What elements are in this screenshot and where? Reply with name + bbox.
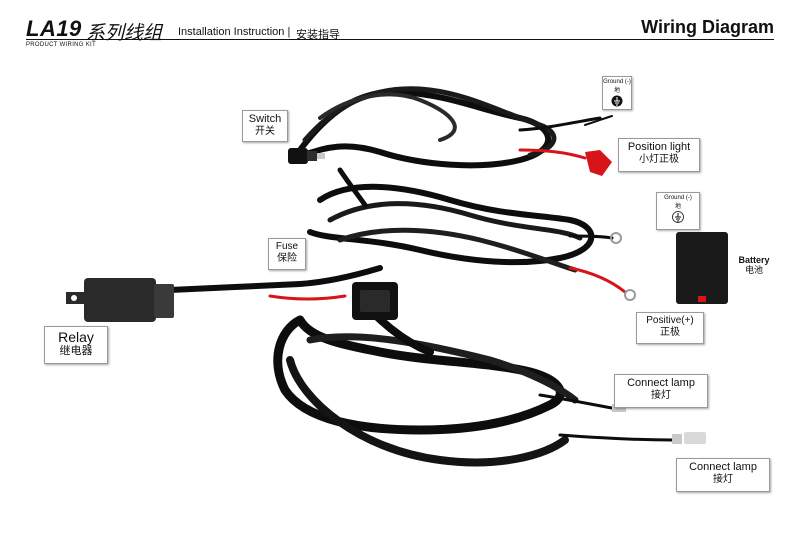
connect-lamp-label-2: Connect lamp 接灯 bbox=[676, 458, 770, 492]
main-trunk-wire bbox=[167, 265, 383, 293]
switch-label: Switch 开关 bbox=[242, 110, 288, 142]
subtitle-cn: 安装指导 bbox=[296, 29, 340, 41]
ground-top-label: Ground (-) 地 bbox=[602, 76, 632, 110]
ground-symbol-icon bbox=[672, 211, 684, 223]
battery-wire-loop bbox=[307, 167, 614, 273]
fuse-label: Fuse 保险 bbox=[268, 238, 306, 270]
position-light-label: Position light 小灯正极 bbox=[618, 138, 700, 172]
header-rule bbox=[26, 39, 774, 40]
ground-mid-label: Ground (-) 地 bbox=[656, 192, 700, 230]
positive-label: Positive(+) 正极 bbox=[636, 312, 704, 344]
position-light-red-wire bbox=[518, 148, 587, 160]
relay-component bbox=[66, 278, 174, 322]
page-title: Wiring Diagram bbox=[641, 17, 774, 37]
battery-component bbox=[676, 232, 728, 304]
battery-label: Battery 电池 bbox=[734, 253, 774, 281]
model-name-cn: 系列线组 bbox=[86, 23, 163, 44]
kit-caption: PRODUCT WIRING KIT bbox=[26, 42, 96, 48]
fuse-holder bbox=[352, 282, 398, 320]
ground-top-wire bbox=[584, 115, 613, 126]
switch-component bbox=[288, 148, 325, 164]
ring-terminals bbox=[610, 232, 636, 301]
model-name: LA19 bbox=[26, 16, 82, 41]
header: LA19 系列线组 Installation Instruction | 安装指… bbox=[0, 0, 800, 56]
lamp-wire-coil bbox=[273, 296, 674, 467]
lamp-connectors bbox=[612, 404, 706, 444]
fuse-red-wire bbox=[268, 294, 347, 301]
battery-positive-red-wire bbox=[568, 266, 627, 294]
subtitle: Installation Instruction | bbox=[178, 26, 291, 38]
relay-label: Relay 继电器 bbox=[44, 326, 108, 364]
ground-symbol-icon bbox=[611, 95, 623, 107]
connect-lamp-label-1: Connect lamp 接灯 bbox=[614, 374, 708, 408]
switch-wire-loop bbox=[297, 86, 602, 169]
position-light-connector bbox=[585, 150, 612, 176]
